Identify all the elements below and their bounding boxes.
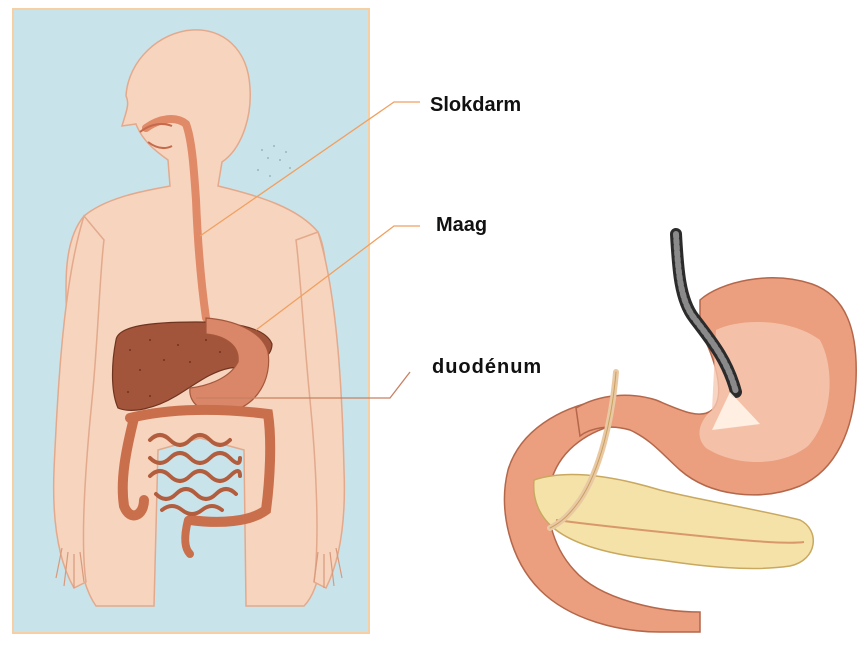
label-duodenum: duodénum bbox=[432, 356, 542, 379]
stomach-large-icon bbox=[505, 234, 857, 632]
label-esophagus: Slokdarm bbox=[430, 94, 521, 117]
label-stomach: Maag bbox=[436, 214, 487, 237]
